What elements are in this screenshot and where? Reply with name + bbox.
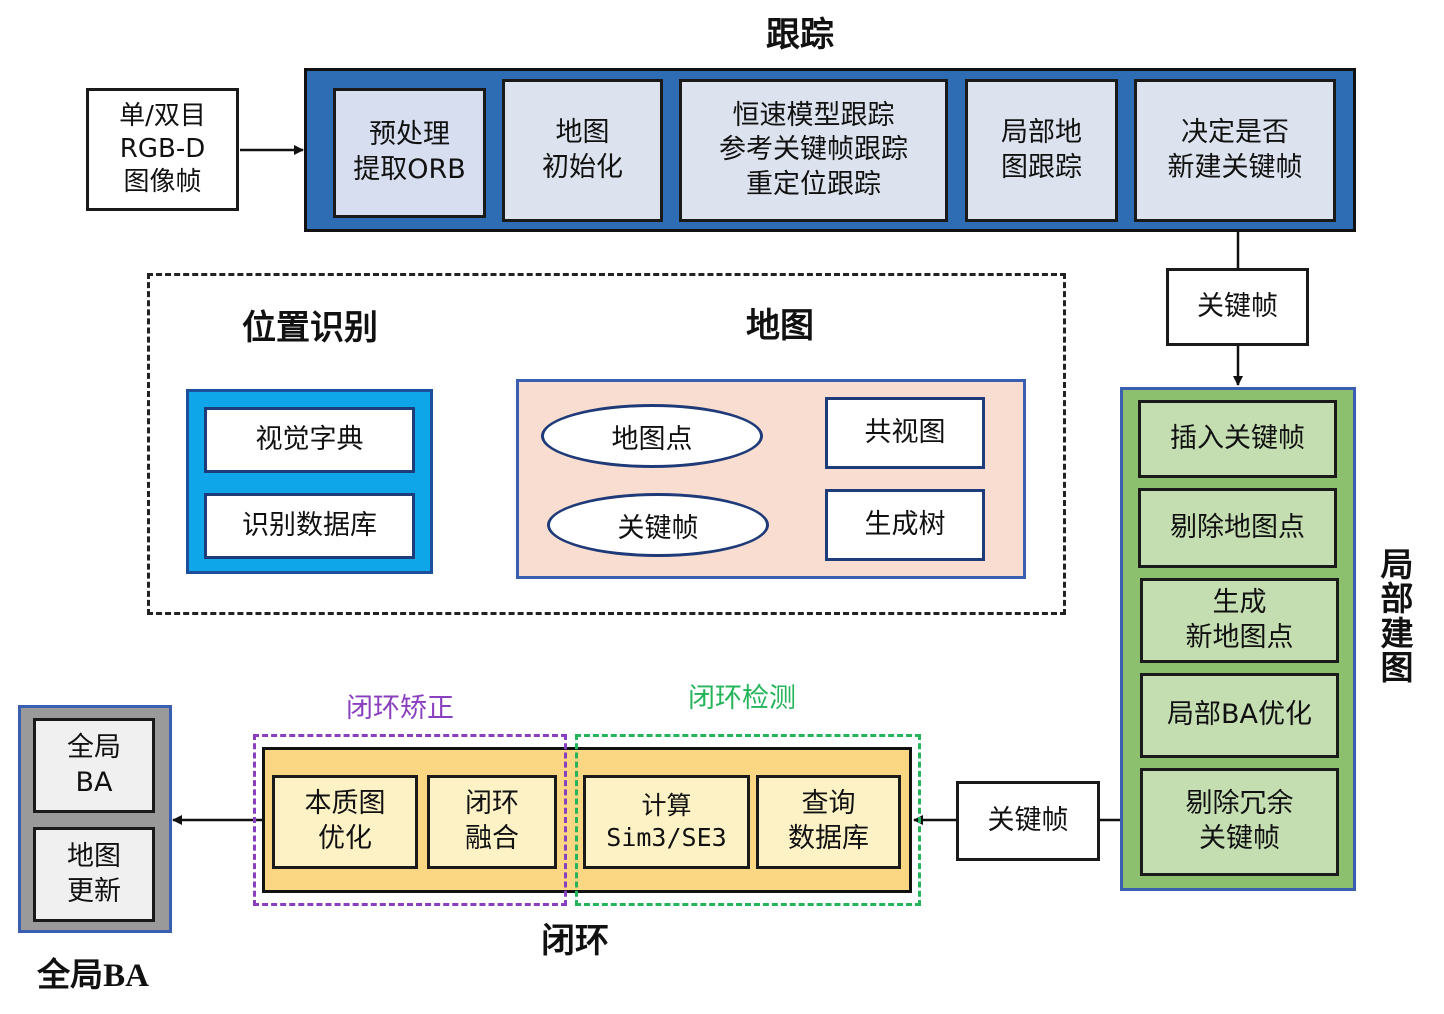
visual-dictionary-box: 视觉字典 xyxy=(204,407,415,473)
essential-graph-box: 本质图 优化 xyxy=(272,775,418,869)
recognition-database-box: 识别数据库 xyxy=(204,493,415,559)
tracking-title: 跟踪 xyxy=(766,15,834,55)
tracking-preprocess-box: 预处理 提取ORB xyxy=(333,88,486,218)
loop-detection-frame xyxy=(575,734,921,906)
tracking-local-map-box: 局部地 图跟踪 xyxy=(965,79,1118,222)
loop-correction-frame xyxy=(253,734,567,906)
global-ba-box: 全局 BA xyxy=(33,718,155,813)
tracking-motion-model-box: 恒速模型跟踪 参考关键帧跟踪 重定位跟踪 xyxy=(679,79,948,222)
loop-fusion-box: 闭环 融合 xyxy=(427,775,557,869)
cull-map-points-box: 剔除地图点 xyxy=(1138,488,1337,568)
local-ba-box: 局部BA优化 xyxy=(1140,673,1339,758)
keyframes-ellipse: 关键帧 xyxy=(547,493,769,557)
map-title: 地图 xyxy=(746,306,814,346)
place-recognition-title: 位置识别 xyxy=(242,308,378,348)
tracking-new-keyframe-box: 决定是否 新建关键帧 xyxy=(1134,79,1336,222)
global-ba-title: 全局BA xyxy=(37,958,149,994)
keyframe-link-box-1: 关键帧 xyxy=(1166,268,1309,346)
create-map-points-box: 生成 新地图点 xyxy=(1140,578,1339,663)
map-points-ellipse: 地图点 xyxy=(541,404,763,468)
query-database-box: 查询 数据库 xyxy=(756,775,901,869)
spanning-tree-box: 生成树 xyxy=(825,489,985,561)
map-update-box: 地图 更新 xyxy=(33,827,155,922)
insert-keyframe-box: 插入关键帧 xyxy=(1138,400,1337,478)
input-frame-box: 单/双目 RGB-D 图像帧 xyxy=(86,88,239,211)
tracking-map-init-box: 地图 初始化 xyxy=(502,79,663,222)
loop-closing-title: 闭环 xyxy=(541,921,609,961)
cull-keyframes-box: 剔除冗余 关键帧 xyxy=(1140,768,1339,876)
map-recognition-frame xyxy=(147,273,1066,615)
local-mapping-title: 局 部 建 图 xyxy=(1380,545,1414,687)
loop-correction-label: 闭环矫正 xyxy=(346,693,454,724)
loop-detection-label: 闭环检测 xyxy=(688,683,796,714)
compute-sim3-box: 计算 Sim3/SE3 xyxy=(583,775,750,869)
keyframe-link-box-2: 关键帧 xyxy=(956,781,1100,861)
covisibility-graph-box: 共视图 xyxy=(825,397,985,469)
